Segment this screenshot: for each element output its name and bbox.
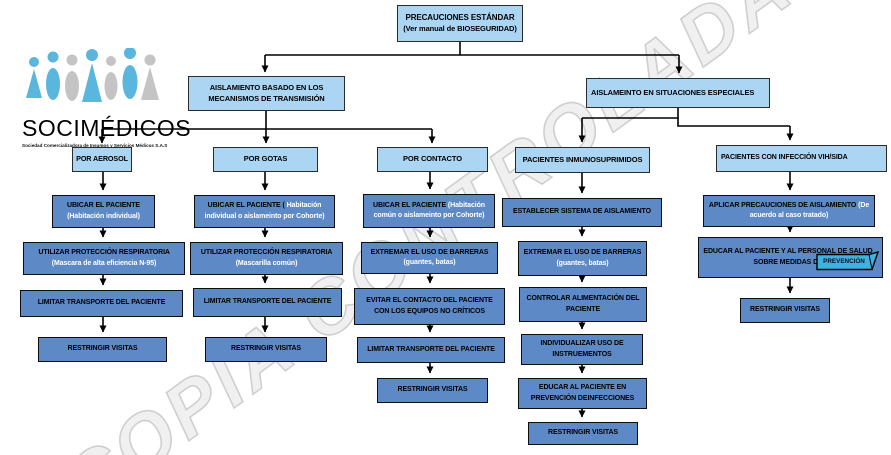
step-main: UBICAR EL PACIENTE ( <box>207 202 285 210</box>
flow-box-aerosol-restringir-visitas: RESTRINGIR VISITAS <box>38 337 167 362</box>
step-sub: (guantes, batas) <box>556 259 609 267</box>
step-sub: (Mascarilla común) <box>235 259 298 267</box>
step-main: EXTREMAR EL USO DE BARRERAS <box>523 249 642 257</box>
step-sub: (guantes, batas) <box>403 259 456 266</box>
column-header-por-gotas: POR GOTAS <box>213 147 318 172</box>
flow-box-inmuno-controlar-alimentacion: CONTROLAR ALIMENTACIÓN DEL PACIENTE <box>519 287 647 322</box>
step-sub: (Habitación común o aislameinto por Coho… <box>373 201 485 219</box>
flow-box-contacto-extremar-barreras: EXTREMAR EL USO DE BARRERAS (guantes, ba… <box>361 242 498 274</box>
flow-box-contacto-limitar-transporte: LIMITAR TRANSPORTE DEL PACIENTE <box>357 337 505 363</box>
step-sub: (Mascara de alta eficiencia N-95) <box>51 259 157 267</box>
root-line1: PRECAUCIONES ESTÁNDAR <box>405 13 515 23</box>
flow-box-vih-restringir-visitas: RESTRINGIR VISITAS <box>740 298 830 323</box>
branch-box-situaciones-especiales: AISLAMEINTO EN SITUACIONES ESPECIALES <box>586 78 770 108</box>
step-main: UBICAR EL PACIENTE <box>66 202 140 210</box>
branch-box-mecanismos-transmision: AISLAMIENTO BASADO EN LOS MECANISMOS DE … <box>188 76 345 111</box>
prevencion-tag-label: PREVENCIÓN <box>823 257 865 265</box>
socimedicos-logo: SOCIMÉDICOS Sociedad Comercializadora de… <box>22 47 192 148</box>
flow-box-inmuno-educar-paciente: EDUCAR AL PACIENTE EN PREVENCIÓN DEINFEC… <box>518 378 647 409</box>
step-main: UTILIZAR PROTECCIÓN RESPIRATORIA <box>38 249 170 257</box>
step-main: UTILIZAR PROTECCIÓN RESPIRATORIA <box>200 249 333 257</box>
flow-box-gotas-proteccion-respiratoria: UTILIZAR PROTECCIÓN RESPIRATORIA (Mascar… <box>190 242 343 275</box>
flow-box-inmuno-restringir-visitas: RESTRINGIR VISITAS <box>528 422 638 445</box>
step-sub: (Habitación individual) <box>67 212 140 220</box>
flow-box-contacto-restringir-visitas: RESTRINGIR VISITAS <box>377 378 488 403</box>
column-header-inmunosuprimidos: PACIENTES INMUNOSUPRIMIDOS <box>515 147 650 173</box>
flow-box-gotas-limitar-transporte: LIMITAR TRANSPORTE DEL PACIENTE <box>193 288 342 317</box>
flow-box-gotas-restringir-visitas: RESTRINGIR VISITAS <box>205 337 327 362</box>
flow-box-aerosol-proteccion-respiratoria: UTILIZAR PROTECCIÓN RESPIRATORIA (Mascar… <box>23 242 185 275</box>
flow-box-contacto-ubicar-paciente: UBICAR EL PACIENTE (Habitación común o a… <box>363 194 495 228</box>
logo-tagline: Sociedad Comercializadora de Insumos y S… <box>22 143 168 148</box>
step-main: UBICAR EL PACIENTE <box>373 201 447 209</box>
column-header-por-aerosol: POR AEROSOL <box>72 147 132 172</box>
flow-box-contacto-evitar-equipos: EVITAR EL CONTACTO DEL PACIENTE CON LOS … <box>354 288 505 325</box>
people-icon <box>26 47 159 102</box>
flow-box-inmuno-extremar-barreras: EXTREMAR EL USO DE BARRERAS (guantes, ba… <box>518 241 647 276</box>
flow-box-vih-precauciones-aislamiento: APLICAR PRECAUCIONES DE AISLAMIENTO (De … <box>703 195 875 227</box>
step-main: EXTREMAR EL USO DE BARRERAS <box>370 248 489 256</box>
step-sub: Habitación individual o aislameinto por … <box>204 202 325 220</box>
folded-ribbon-icon <box>816 250 880 271</box>
column-header-por-contacto: POR CONTACTO <box>377 147 488 172</box>
flow-box-inmuno-individualizar-instrumentos: INDIVIDUALIZAR USO DE INSTRUEMENTOS <box>521 334 643 365</box>
root-line2: (Ver manual de BIOSEGURIDAD) <box>403 24 517 33</box>
column-header-vih-sida: PACIENTES CON INFECCIÓN VIH/SIDA <box>716 145 887 172</box>
root-box-precauciones-estandar: PRECAUCIONES ESTÁNDAR (Ver manual de BIO… <box>397 5 523 42</box>
step-sub: (De acuerdo al caso tratado) <box>749 201 870 219</box>
step-main: APLICAR PRECAUCIONES DE AISLAMIENTO <box>708 201 857 209</box>
prevencion-tag: PREVENCIÓN <box>816 250 880 271</box>
flow-box-gotas-ubicar-paciente: UBICAR EL PACIENTE ( Habitación individu… <box>194 195 335 228</box>
flow-box-inmuno-sistema-aislamiento: ESTABLECER SISTEMA DE AISLAMIENTO <box>502 198 662 227</box>
logo-name: SOCIMÉDICOS <box>22 115 192 141</box>
flow-box-aerosol-ubicar-paciente: UBICAR EL PACIENTE (Habitación individua… <box>52 195 155 228</box>
flow-box-aerosol-limitar-transporte: LIMITAR TRANSPORTE DEL PACIENTE <box>20 290 183 317</box>
